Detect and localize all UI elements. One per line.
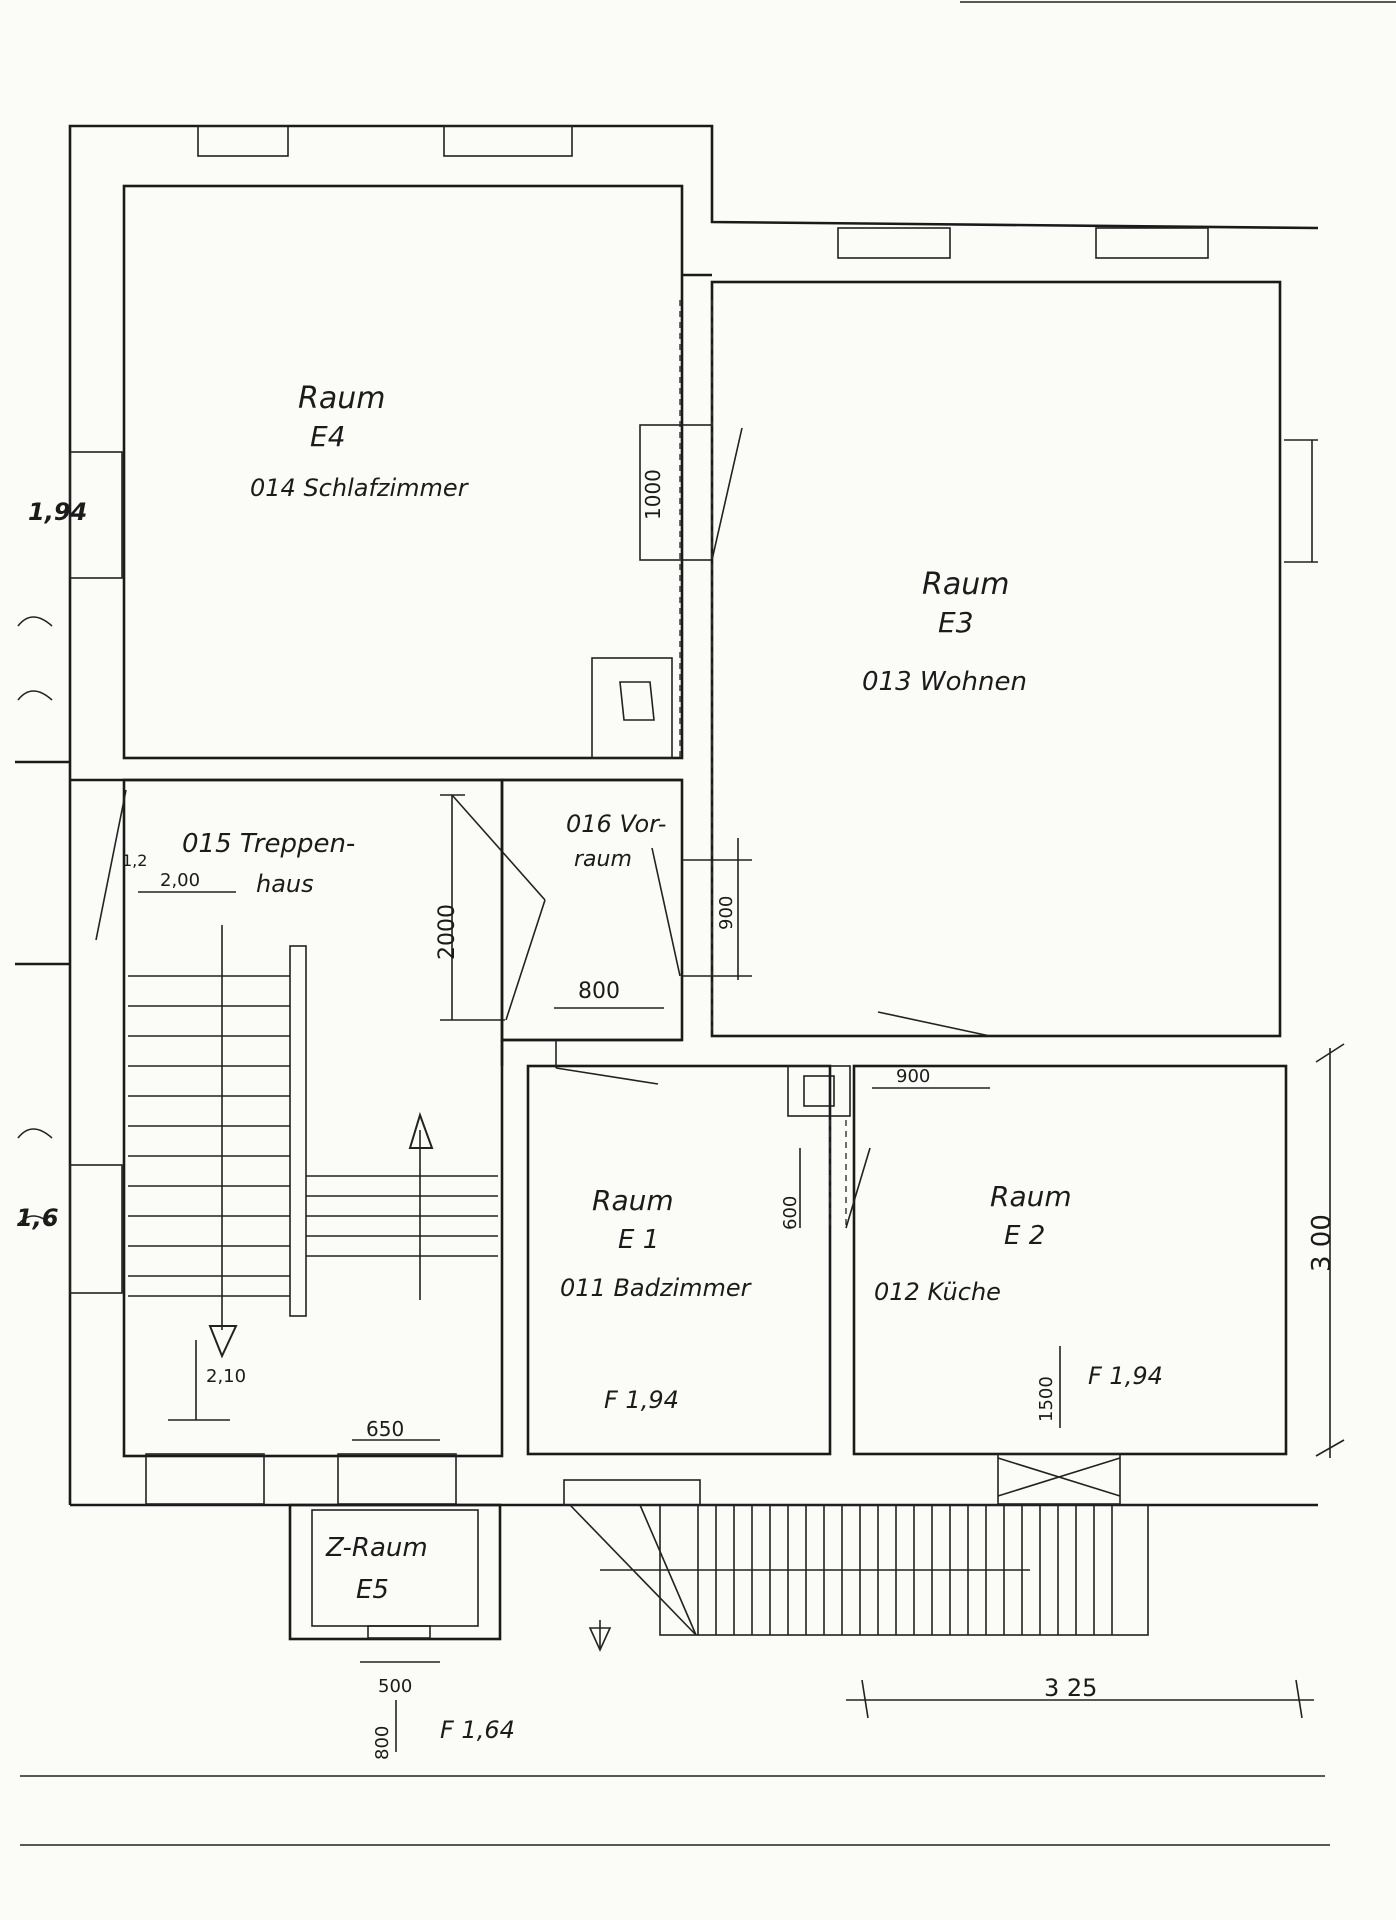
entrance-stair — [569, 1504, 1149, 1652]
dim-650: 650 — [366, 1417, 404, 1441]
e1-window-label: F 1,94 — [604, 1386, 679, 1414]
hall-name-line1: 015 Treppen- — [182, 829, 355, 859]
e1-name-label: 011 Badzimmer — [560, 1274, 753, 1302]
chimney — [787, 1065, 851, 1228]
vorraum-line2: raum — [574, 847, 632, 872]
dim-800-small: 800 — [372, 1726, 393, 1760]
dim-300: 3 00 — [1307, 1214, 1337, 1272]
dim-right: 3 00 — [1307, 1043, 1345, 1458]
bottom-windows: 650 — [145, 1417, 1121, 1506]
room-e4: Raum E4 014 Schlafzimmer — [122, 184, 684, 760]
room-e5: Z-Raum E5 500 800 F 1,64 — [288, 1503, 515, 1760]
stair-dim-top: 2,00 — [160, 870, 200, 891]
e5-id-label: E5 — [356, 1575, 389, 1605]
e4-raum-label: Raum — [298, 381, 385, 416]
hall-name-line2: haus — [256, 870, 314, 898]
dim-900-horz: 900 — [896, 1066, 930, 1087]
dim-900-vert: 900 — [716, 896, 737, 930]
e3-raum-label: Raum — [922, 567, 1009, 602]
margin-label-194: 1,94 — [28, 498, 87, 526]
margin-label-16: 1,6 — [16, 1204, 59, 1232]
right-windows — [1284, 439, 1318, 563]
stair-dim-bottom: 2,10 — [206, 1366, 246, 1387]
dim-1000: 1000 — [641, 469, 665, 520]
dim-600: 600 — [780, 1196, 801, 1230]
e5-window-label: F 1,64 — [440, 1716, 515, 1744]
dim-1500: 1500 — [1036, 1376, 1057, 1422]
e3-id-label: E3 — [938, 606, 974, 639]
hall-doors: 2000 — [435, 794, 546, 1021]
e2-window-label: F 1,94 — [1088, 1362, 1163, 1390]
e5-raum-label: Z-Raum — [325, 1533, 428, 1563]
e2-name-label: 012 Küche — [874, 1278, 1001, 1306]
e3-name-label: 013 Wohnen — [862, 667, 1027, 697]
e2-id-label: E 2 — [1004, 1221, 1045, 1251]
stair-flight: 2,10 — [128, 925, 498, 1421]
room-e3: Raum E3 013 Wohnen — [710, 280, 1282, 1038]
dim-325: 3 25 — [1044, 1674, 1097, 1702]
e1-id-label: E 1 — [618, 1225, 659, 1255]
room-e1: Raum E 1 011 Badzimmer F 1,94 — [500, 1040, 832, 1456]
e4-name-label: 014 Schlafzimmer — [250, 474, 470, 502]
dim-500: 500 — [378, 1676, 412, 1697]
dim-bottom: 3 25 — [846, 1674, 1314, 1719]
dim-800: 800 — [578, 979, 620, 1004]
e2-raum-label: Raum — [990, 1180, 1072, 1213]
room-e2: 900 600 Raum E 2 012 Küche 1500 F 1,94 — [780, 1011, 1288, 1456]
dim-1-2: 1,2 — [122, 851, 147, 870]
vorraum: 016 Vor- raum 800 900 — [500, 778, 752, 1042]
top-windows — [197, 125, 1209, 259]
dim-2000: 2000 — [435, 904, 460, 960]
punch-holes — [17, 616, 53, 1226]
vorraum-line1: 016 Vor- — [566, 810, 666, 838]
e1-raum-label: Raum — [592, 1184, 674, 1217]
left-windows — [69, 451, 123, 1294]
e4-id-label: E4 — [310, 420, 346, 453]
door-e4-e3: 1000 — [639, 424, 743, 561]
stairwell: 015 Treppen- haus 1,2 2,00 — [70, 778, 682, 1458]
